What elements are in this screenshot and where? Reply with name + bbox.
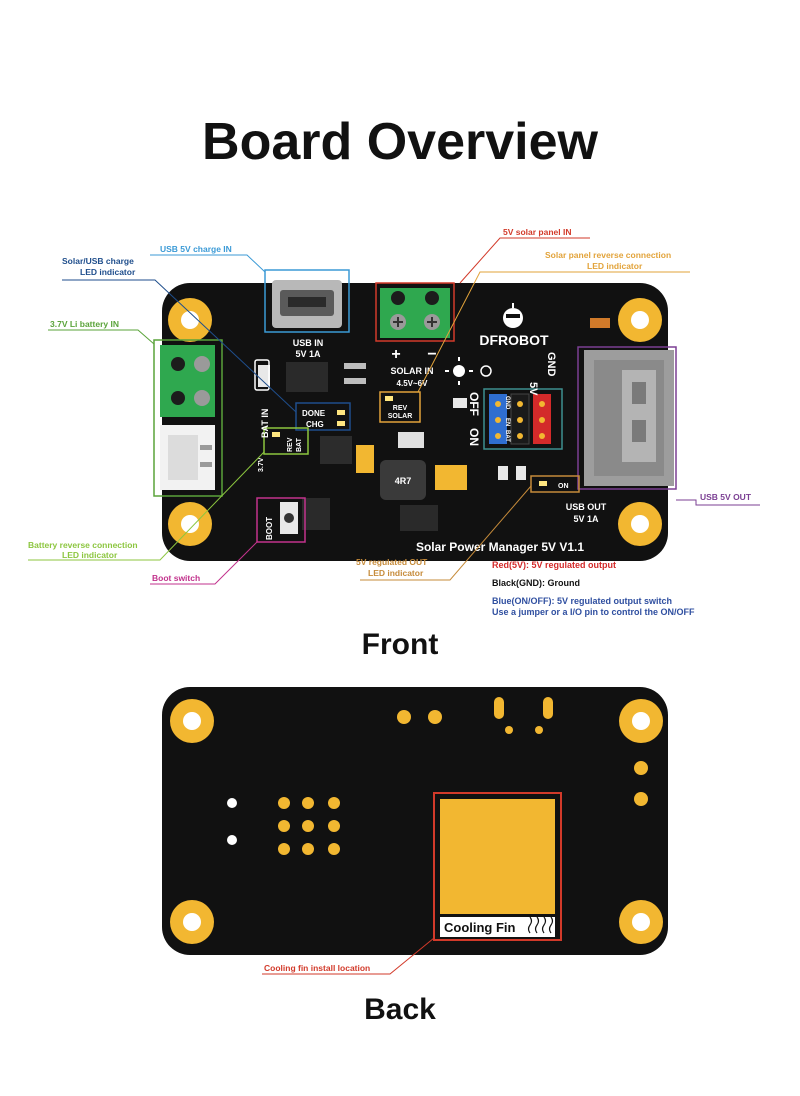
callout-battery-in: 3.7V Li battery IN (50, 319, 119, 329)
silk-off: OFF (467, 392, 481, 416)
callout-solar-rev-1: Solar panel reverse connection (545, 250, 671, 260)
silk-board-name: Solar Power Manager 5V V1.1 (416, 540, 584, 554)
silk-on-led: ON (558, 483, 569, 490)
battery-rev-led-callout-box (263, 427, 309, 455)
callout-usb-out: USB 5V OUT (700, 492, 752, 502)
back-label: Back (364, 993, 436, 1026)
back-mounting-holes (170, 699, 663, 944)
silk-usb-in-1: USB IN (293, 338, 324, 348)
usb-out-callout-box (577, 346, 677, 490)
back-hole-tl (170, 699, 214, 743)
callout-charge-led-1: Solar/USB charge (62, 256, 134, 266)
usb-in-callout-box (264, 269, 350, 333)
front-mounting-holes (168, 298, 662, 546)
silk-gnd: GND (545, 352, 557, 377)
battery-in-callout-box (153, 339, 223, 497)
mounting-hole-tl (168, 298, 212, 342)
callout-boot: Boot switch (152, 573, 200, 583)
callout-out-led-2: LED indicator (368, 568, 424, 578)
usb-out-leader (676, 499, 760, 506)
pin-note-blue-2: Use a jumper or a I/O pin to control the… (492, 607, 695, 617)
front-components (254, 303, 610, 534)
battery-terminal (160, 345, 215, 417)
battery-rev-leader (28, 451, 265, 561)
mounting-hole-br (618, 502, 662, 546)
pin-note-black: Black(GND): Ground (492, 578, 581, 588)
heat-waves-icon (527, 916, 554, 934)
solar-in-leader (459, 237, 590, 284)
silk-usb-in-2: 5V 1A (295, 349, 321, 359)
mounting-hole-tr (618, 298, 662, 342)
silk-on: ON (467, 428, 481, 446)
charge-led-callout-box (295, 402, 351, 431)
silk-header-en: EN (504, 418, 510, 426)
front-label: Front (361, 628, 439, 661)
cooling-fin-leader (262, 937, 435, 975)
out-led-leader (360, 485, 532, 581)
callout-battery-rev-1: Battery reverse connection (28, 540, 138, 550)
callout-usb-charge-in: USB 5V charge IN (160, 244, 232, 254)
solar-rev-led-callout-box (379, 391, 421, 423)
silk-rev-solar-2: SOLAR (388, 413, 413, 420)
solar-rev-leader (417, 271, 690, 393)
silk-rev-bat-1: REV (287, 437, 294, 452)
pin-note-red: Red(5V): 5V regulated output (492, 560, 617, 570)
silk-minus: − (427, 346, 436, 363)
page-title: Board Overview (202, 113, 598, 171)
silk-rev-solar-1: REV (393, 405, 408, 412)
silk-plus: + (391, 346, 400, 363)
output-pin-header (483, 388, 563, 450)
usb-in-leader (150, 254, 266, 273)
callout-solar-in: 5V solar panel IN (503, 227, 572, 237)
silk-5v: 5V (527, 382, 539, 396)
silk-solar-in-2: 4.5V~6V (397, 379, 429, 388)
back-hole-bl (170, 900, 214, 944)
solar-in-callout-box (375, 282, 455, 342)
boot-leader (150, 541, 258, 585)
silk-usb-out-2: 5V 1A (573, 514, 599, 524)
solar-terminal (380, 288, 450, 338)
silk-brand: DFROBOT (479, 332, 549, 348)
pin-note-blue-1: Blue(ON/OFF): 5V regulated output switch (492, 596, 672, 606)
callout-battery-rev-2: LED indicator (62, 550, 118, 560)
silk-usb-out-1: USB OUT (566, 502, 607, 512)
usb-out-connector (584, 350, 674, 486)
back-board (162, 687, 668, 955)
silk-solar-in-1: SOLAR IN (390, 366, 433, 376)
usb-in-connector (272, 280, 342, 328)
charge-led-leader (62, 279, 297, 413)
callout-solar-rev-2: LED indicator (587, 261, 643, 271)
silk-bat-in: BAT IN (260, 409, 270, 438)
silk-3v7: 3.7V (258, 457, 265, 472)
silk-header-bat: BAT (504, 430, 510, 442)
silk-chg: CHG (306, 420, 324, 429)
callout-charge-led-2: LED indicator (80, 267, 136, 277)
callout-cooling-fin: Cooling fin install location (264, 963, 370, 973)
mounting-hole-bl (168, 502, 212, 546)
silk-inductor: 4R7 (395, 476, 412, 486)
silk-header-gnd: GND (504, 396, 510, 410)
cooling-fin-pad (433, 792, 562, 941)
out-led-callout-box (530, 475, 580, 493)
silk-cooling-fin: Cooling Fin (444, 920, 516, 935)
battery-in-leader (48, 329, 155, 345)
silk-done: DONE (302, 409, 326, 418)
battery-ph-connector (160, 425, 215, 490)
callout-out-led-1: 5V regulated OUT (356, 557, 428, 567)
back-hole-tr (619, 699, 663, 743)
back-hole-br (619, 900, 663, 944)
back-pads (227, 697, 648, 855)
boot-callout-box (256, 497, 306, 543)
silk-rev-bat-2: BAT (296, 437, 303, 452)
silk-boot: BOOT (265, 517, 274, 540)
